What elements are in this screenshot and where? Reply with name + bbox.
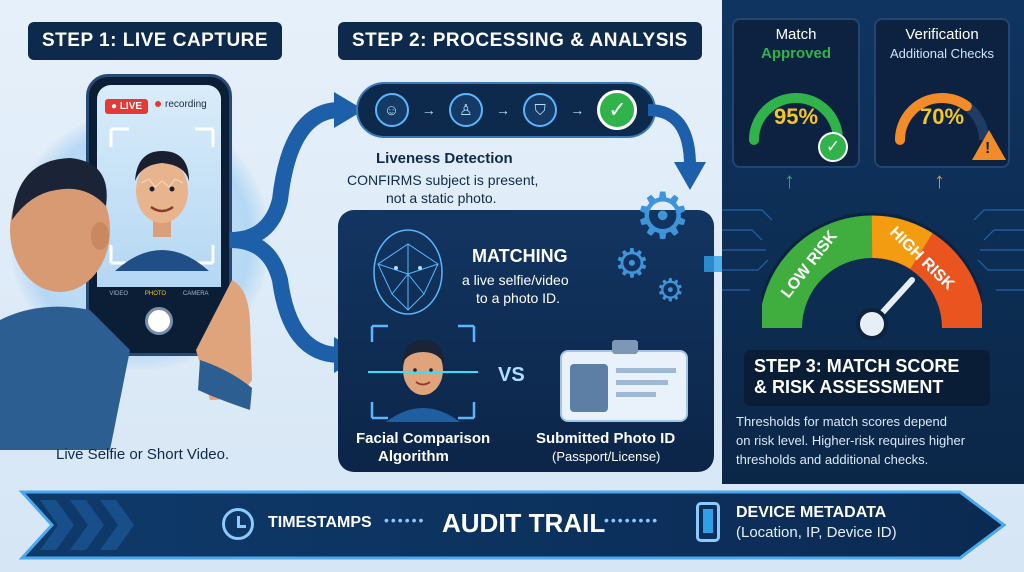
liveness-line2: not a static photo. [386, 190, 497, 206]
face-scan-icon: ☺ [374, 93, 409, 127]
timestamps-label: TIMESTAMPS [268, 514, 372, 531]
step1-caption: Live Selfie or Short Video. [56, 446, 230, 463]
step1-label-text: STEP 1: LIVE CAPTURE [42, 30, 269, 51]
arrow-right-icon: → [495, 102, 510, 118]
step3-label-line1: STEP 3: MATCH SCORE [754, 356, 960, 376]
verification-card: Verification Additional Checks 70% ! [874, 18, 1010, 168]
camera-mode-camera[interactable]: CAMERA [182, 291, 209, 297]
step3-desc-line2: on risk level. Higher-risk requires high… [736, 433, 966, 448]
check-icon: ✓ [597, 90, 638, 130]
verif-title: Verification [905, 26, 979, 43]
step1-label: STEP 1: LIVE CAPTURE [28, 22, 283, 60]
step3-desc-line1: Thresholds for match scores depend [736, 414, 947, 429]
camera-modes: VIDEO PHOTO CAMERA [101, 291, 217, 297]
audit-trail-banner [18, 490, 1007, 560]
matching-panel: MATCHING a live selfie/video to a photo … [338, 184, 714, 472]
face-scan-box [368, 324, 478, 422]
live-dot-icon [155, 101, 161, 108]
match-gauge [749, 93, 843, 145]
match-status: Approved [760, 45, 831, 62]
matching-title: MATCHING [472, 246, 568, 266]
verif-value: 70% [919, 104, 965, 129]
verif-gauge [895, 93, 989, 145]
phone-icon [696, 502, 720, 542]
gear-icon: ⚙ [614, 242, 650, 286]
camera-bar: VIDEO PHOTO CAMERA [97, 287, 221, 345]
device-metadata-title: DEVICE METADATA [736, 504, 887, 521]
live-badge-text: LIVE [119, 101, 143, 112]
vs-label: VS [498, 364, 525, 387]
step2-label: STEP 2: PROCESSING & ANALYSIS [338, 22, 702, 60]
liveness-line1: CONFIRMS subject is present, [347, 172, 539, 188]
clock-icon [222, 508, 254, 540]
photo-id-line1: Submitted Photo ID [536, 430, 676, 447]
live-badge: ● LIVE [105, 99, 149, 114]
match-value: 95% [773, 104, 819, 129]
match-score-card: Match Approved 95% ✓ [732, 18, 860, 168]
arrow-up-icon: ↑ [784, 168, 795, 193]
circuit-decoration [722, 209, 1024, 291]
device-metadata-detail: (Location, IP, Device ID) [736, 524, 897, 541]
shutter-button[interactable] [145, 307, 173, 335]
verif-status: Additional Checks [889, 46, 995, 61]
arrow-right-icon: → [570, 102, 585, 118]
camera-mode-video[interactable]: VIDEO [109, 291, 129, 297]
step3-label-line2: & RISK ASSESSMENT [754, 377, 944, 397]
liveness-arrow [647, 104, 706, 190]
step3-desc: Thresholds for match scores depend on ri… [736, 412, 1018, 469]
arrow-up-icon: ↑ [934, 168, 945, 193]
audit-trail-title: AUDIT TRAIL [442, 508, 606, 538]
step3-label: STEP 3: MATCH SCORE & RISK ASSESSMENT [744, 350, 990, 406]
vs-text: VS [498, 364, 525, 386]
warning-icon [972, 130, 1006, 160]
shield-check-icon: ⛉ [523, 93, 558, 127]
liveness-title: Liveness Detection [376, 150, 513, 167]
step2-label-text: STEP 2: PROCESSING & ANALYSIS [352, 30, 688, 51]
photo-id-line2: (Passport/License) [552, 449, 661, 464]
check-icon: ✓ [818, 132, 848, 162]
id-card-icon [560, 340, 688, 422]
match-title: Match [775, 26, 817, 43]
risk-gauge [762, 212, 982, 340]
gear-icon: ⚙ [634, 180, 692, 252]
recording-indicator: recording [155, 99, 207, 110]
warning-mark: ! [985, 140, 991, 157]
facial-line2: Algorithm [378, 448, 449, 465]
camera-mode-photo[interactable]: PHOTO [144, 291, 167, 297]
phone-screen: ● LIVE recording VIDEO PHOTO CAMERA [97, 85, 221, 345]
arrow-right-icon: → [421, 102, 436, 118]
audit-dots-right: •••••••• [604, 512, 660, 528]
matching-line2: to a photo ID. [476, 290, 561, 306]
step3-desc-line3: thresholds and additional checks. [736, 452, 929, 467]
recording-text: recording [165, 99, 207, 110]
audit-dots-left: •••••• [384, 512, 426, 528]
phone: ● LIVE recording VIDEO PHOTO CAMERA [86, 74, 232, 356]
user-check-icon: ♙ [448, 93, 483, 127]
liveness-pipeline: ☺ → ♙ → ⛉ → ✓ [356, 82, 656, 138]
face-mesh-icon [373, 229, 443, 315]
selfie-face-icon [109, 127, 215, 271]
facial-line1: Facial Comparison [356, 430, 491, 447]
matching-line1: a live selfie/video [462, 272, 569, 288]
gear-icon: ⚙ [656, 272, 685, 308]
person-silhouette [0, 158, 252, 450]
